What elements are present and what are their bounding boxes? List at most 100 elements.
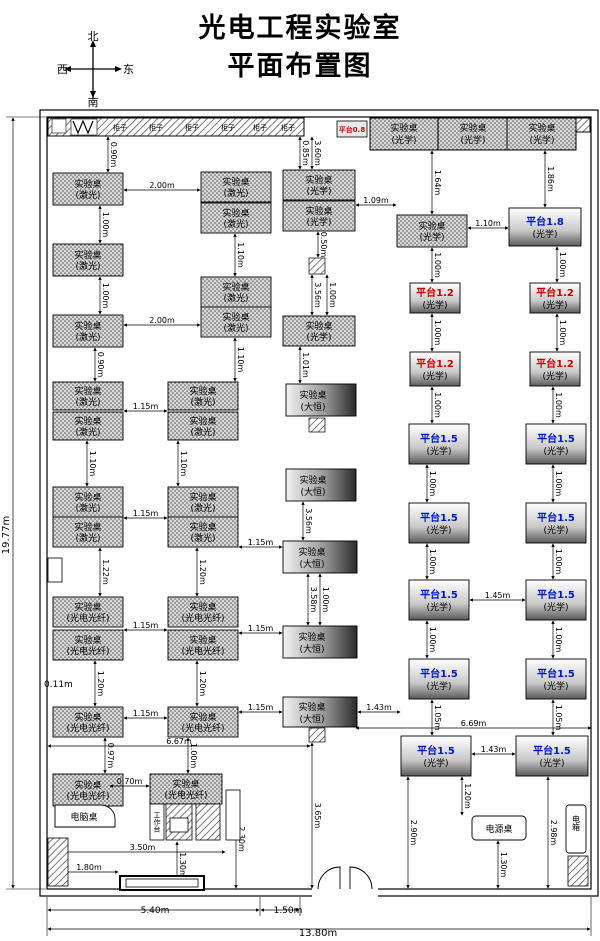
bench-c6-sub: (光电光纤) [181, 722, 224, 734]
bench-m1a: 实验桌(光学) [282, 169, 356, 201]
bench-r1: 实验桌(光学) [396, 214, 468, 248]
compass-west-label: 西 [57, 63, 68, 76]
top-bench-1-label: 实验桌 [390, 122, 417, 134]
tank-1-sub: (大恒) [300, 401, 325, 413]
platform-18-sub: (光学) [532, 228, 557, 240]
bench-l4b: 实验桌(激光) [52, 411, 124, 441]
tank-4-sub: (大恒) [299, 643, 324, 655]
dim-230: 2.30m [237, 826, 246, 852]
dim-120a: 1.20m [96, 671, 105, 697]
dim-122: 1.22m [101, 559, 110, 585]
platform-15-b4-label: 平台1.5 [537, 667, 575, 680]
bench-r1-sub: (光学) [419, 231, 444, 243]
bench-c1a: 实验桌(激光) [200, 171, 272, 203]
bench-l8: 实验桌(光电光纤) [52, 773, 124, 807]
platform-15-a2: 平台1.5(光学) [408, 502, 470, 544]
workstation: 工作台 [149, 803, 221, 841]
bench-c2a: 实验桌(激光) [200, 276, 272, 308]
dim-1-50: 1.50m [274, 906, 303, 916]
dim-110b: 1.10m [236, 242, 245, 268]
dim-105b: 1.05m [554, 705, 563, 731]
compass-north-label: 北 [88, 30, 99, 43]
dim-143b: 1.43m [481, 745, 507, 754]
dim-350: 3.50m [130, 843, 156, 852]
dim-5-40: 5.40m [141, 906, 170, 916]
bench-l1-label: 实验桌 [74, 178, 101, 190]
dim-200b: 2.00m [149, 316, 175, 325]
bench-l8-sub: (光电光纤) [66, 790, 109, 802]
platform-18-label: 平台1.8 [526, 215, 564, 228]
dim-115c: 1.15m [133, 621, 159, 630]
bench-l6a-label: 实验桌 [74, 601, 101, 613]
dim-100a: 1.00m [101, 212, 110, 238]
platform-15-b1-sub: (光学) [543, 445, 568, 457]
dim-0-11: 0.11m [44, 680, 73, 690]
bench-c1a-sub: (激光) [223, 187, 248, 199]
bench-l3-sub: (激光) [75, 331, 100, 343]
dim-r-left-2: 1.00m [428, 627, 437, 653]
bench-c1b: 实验桌(激光) [200, 202, 272, 234]
bench-c4a: 实验桌(激光) [167, 486, 239, 518]
dim-100f: 1.00m [433, 252, 442, 278]
tank-1: 实验桌(大恒) [285, 383, 357, 417]
platform-15-a5-sub: (光学) [423, 757, 448, 769]
bench-m1a-sub: (光学) [306, 185, 331, 197]
bench-l4b-sub: (激光) [75, 426, 100, 438]
power-desk-label: 电源桌 [485, 823, 512, 835]
door-right-swing [349, 866, 373, 890]
top-bench-2-sub: (光学) [460, 134, 485, 146]
dim-100c: 1.00m [189, 743, 198, 769]
cabinet-top-4-label: 柜子 [221, 123, 235, 132]
bench-l1: 实验桌(激光) [52, 172, 124, 206]
dim-19-77: 19.77m [1, 516, 12, 554]
platform-12-c-label: 平台1.2 [416, 357, 454, 370]
dim-358: 3.58m [309, 587, 318, 613]
platform-12-d-sub: (光学) [542, 370, 567, 382]
platform-12-c-sub: (光学) [422, 370, 447, 382]
dim-115d: 1.15m [133, 709, 159, 718]
dim-115a: 1.15m [133, 402, 159, 411]
dim-100h: 1.00m [433, 320, 442, 346]
bench-c7-label: 实验桌 [172, 778, 199, 790]
bench-l8-label: 实验桌 [74, 779, 101, 791]
tank-4: 实验桌(大恒) [282, 625, 358, 659]
bench-l3-label: 实验桌 [74, 320, 101, 332]
bench-l6a-sub: (光电光纤) [66, 612, 109, 624]
bench-c1b-sub: (激光) [223, 218, 248, 230]
tank-5-sub: (大恒) [299, 713, 324, 725]
dimension-layer: 0.90m1.00m1.00m0.90m1.10m1.22m1.20m0.97m… [47, 136, 592, 889]
dim-100d: 1.00m [328, 282, 337, 308]
bench-c7-sub: (光电光纤) [164, 789, 207, 801]
tank-3-label: 实验桌 [298, 546, 325, 558]
cabinet-top-1-label: 柜子 [113, 123, 127, 132]
bench-l2: 实验桌(激光) [52, 243, 124, 277]
platform-15-a1: 平台1.5(光学) [408, 423, 470, 465]
dim-186: 1.86m [546, 166, 555, 192]
bench-m2: 实验桌(光学) [282, 315, 356, 347]
tank-1-label: 实验桌 [299, 389, 326, 401]
dim-669: 6.69m [461, 719, 487, 728]
tank-3: 实验桌(大恒) [282, 540, 358, 574]
door-left-swing [317, 866, 341, 890]
bench-l4b-label: 实验桌 [74, 415, 101, 427]
dim-r-left-0: 1.00m [428, 471, 437, 497]
bench-c2b: 实验桌(激光) [200, 306, 272, 338]
bench-layer: 实验桌(激光)实验桌(激光)实验桌(激光)实验桌(激光)实验桌(激光)实验桌(激… [52, 169, 589, 807]
platform-15-b2: 平台1.5(光学) [525, 502, 587, 544]
platform-12-a-sub: (光学) [422, 299, 447, 311]
dim-110e: 1.10m [475, 219, 501, 228]
bench-m2-sub: (光学) [306, 331, 331, 343]
dim-356b: 3.56m [304, 508, 313, 534]
platform-12-a: 平台1.2(光学) [409, 282, 461, 314]
top-cabinet-labels: 柜子 柜子 柜子 柜子 柜子 柜子 [113, 123, 295, 132]
bench-l7: 实验桌(光电光纤) [52, 706, 124, 738]
dim-115b: 1.15m [133, 509, 159, 518]
platform-15-b5-label: 平台1.5 [533, 744, 571, 757]
bench-l5b-label: 实验桌 [74, 521, 101, 533]
bench-l6b-label: 实验桌 [74, 634, 101, 646]
compass-east-label: 东 [123, 63, 134, 76]
dim-115g: 1.15m [248, 703, 274, 712]
dim-180: 1.80m [76, 863, 102, 872]
dim-110d: 1.10m [179, 451, 188, 477]
tank-5: 实验桌(大恒) [282, 696, 358, 728]
